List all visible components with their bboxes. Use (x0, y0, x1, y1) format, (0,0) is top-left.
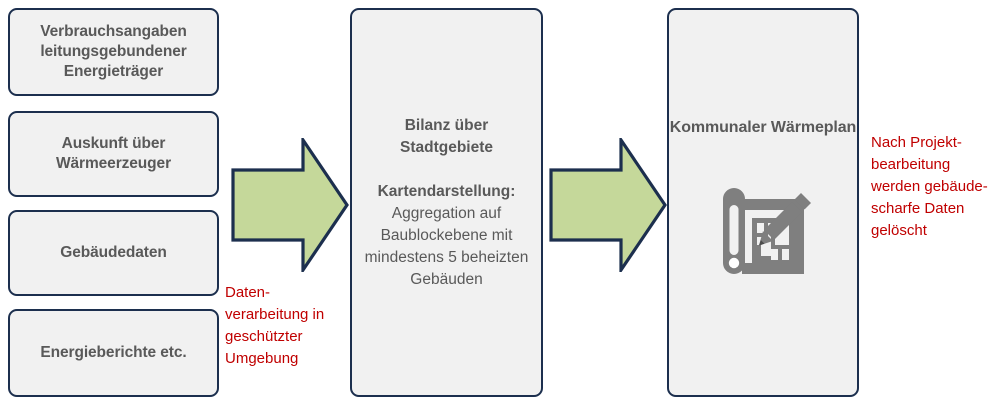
processing-box: Bilanz über Stadtgebiete Kartendarstellu… (350, 8, 543, 397)
output-box: Kommunaler Wärmeplan (667, 8, 859, 397)
blueprint-pencil-icon (709, 187, 817, 287)
source-box-energieberichte: Energieberichte etc. (8, 309, 219, 397)
processing-content: Bilanz über Stadtgebiete Kartendarstellu… (352, 115, 541, 291)
processing-sub-heading: Kartendarstellung: (377, 182, 516, 200)
processing-spacer (362, 159, 531, 181)
processing-sub-body: Aggregation auf Baublockebene mit mindes… (364, 204, 529, 288)
processing-title: Bilanz über Stadtgebiete (399, 116, 493, 156)
source-box-label: Auskunft über Wärmeerzeuger (56, 134, 171, 172)
note-data-processing: Daten-verarbeitung in geschützter Umgebu… (225, 284, 325, 367)
arrow-processing-to-output (549, 134, 668, 276)
source-box-verbrauchsangaben: Verbrauchsangaben leitungsgebundener Ene… (8, 8, 219, 96)
source-box-label: Gebäudedaten (60, 243, 167, 261)
output-title: Kommunaler Wärmeplan (669, 119, 857, 137)
source-box-gebaeudedaten: Gebäudedaten (8, 210, 219, 296)
arrow-sources-to-processing (231, 134, 349, 276)
source-box-label: Energieberichte etc. (40, 343, 187, 361)
source-box-label: Verbrauchsangaben leitungsgebundener Ene… (40, 22, 187, 81)
note-data-deletion: Nach Projekt-bearbeitung werden gebäude-… (871, 134, 988, 239)
source-box-auskunft-waermeerzeuger: Auskunft über Wärmeerzeuger (8, 111, 219, 197)
output-content: Kommunaler Wärmeplan (669, 118, 857, 287)
